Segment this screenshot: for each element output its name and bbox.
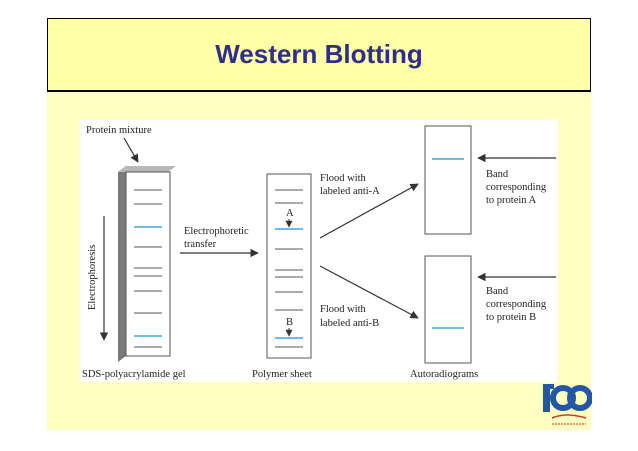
electrophoretic-label-line2: transfer [184, 239, 217, 250]
institution-logo [540, 378, 593, 430]
protein-mixture-label: Protein mixture [86, 125, 152, 136]
band-b-label-line3: to protein B [486, 312, 536, 323]
flood-a-arrow [319, 183, 419, 239]
caption-polymer-sheet: Polymer sheet [252, 369, 312, 380]
band-a-label-line1: Band [486, 169, 509, 180]
flood-b-arrow [319, 265, 419, 319]
flood-b-label-line1: Flood with [320, 304, 367, 315]
flood-a-label-line2: labeled anti-A [320, 186, 380, 197]
western-blot-diagram: Protein mixture Electrophoresis Electrop… [80, 120, 558, 382]
slide-title: Western Blotting [215, 39, 423, 69]
polymer-sheet: A B [266, 173, 312, 359]
band-b-label-line1: Band [486, 286, 509, 297]
diagram-canvas: Protein mixture Electrophoresis Electrop… [82, 125, 556, 380]
autoradiogram-b [424, 255, 472, 364]
protein-mixture-arrow [123, 137, 139, 163]
marker-b-label: B [286, 317, 293, 328]
sds-gel [118, 166, 176, 362]
gel-front-face [125, 171, 171, 357]
sheet-outline [266, 173, 312, 359]
logo-graphic [543, 384, 593, 425]
gel-side-face [118, 166, 126, 362]
autoradiogram-a [424, 125, 472, 235]
caption-sds-gel: SDS-polyacrylamide gel [82, 369, 186, 380]
marker-a-label: A [286, 208, 294, 219]
band-a-label-line2: corresponding [486, 182, 547, 193]
gel-top-face [118, 166, 176, 172]
band-b-label-line2: corresponding [486, 299, 547, 310]
caption-autoradiograms: Autoradiograms [410, 369, 478, 380]
flood-b-label-line2: labeled anti-B [320, 318, 379, 329]
electrophoretic-label-line1: Electrophoretic [184, 226, 249, 237]
title-box: Western Blotting [47, 18, 591, 92]
flood-a-label-line1: Flood with [320, 173, 367, 184]
electrophoresis-label: Electrophoresis [87, 245, 98, 310]
band-a-label-line3: to protein A [486, 195, 537, 206]
